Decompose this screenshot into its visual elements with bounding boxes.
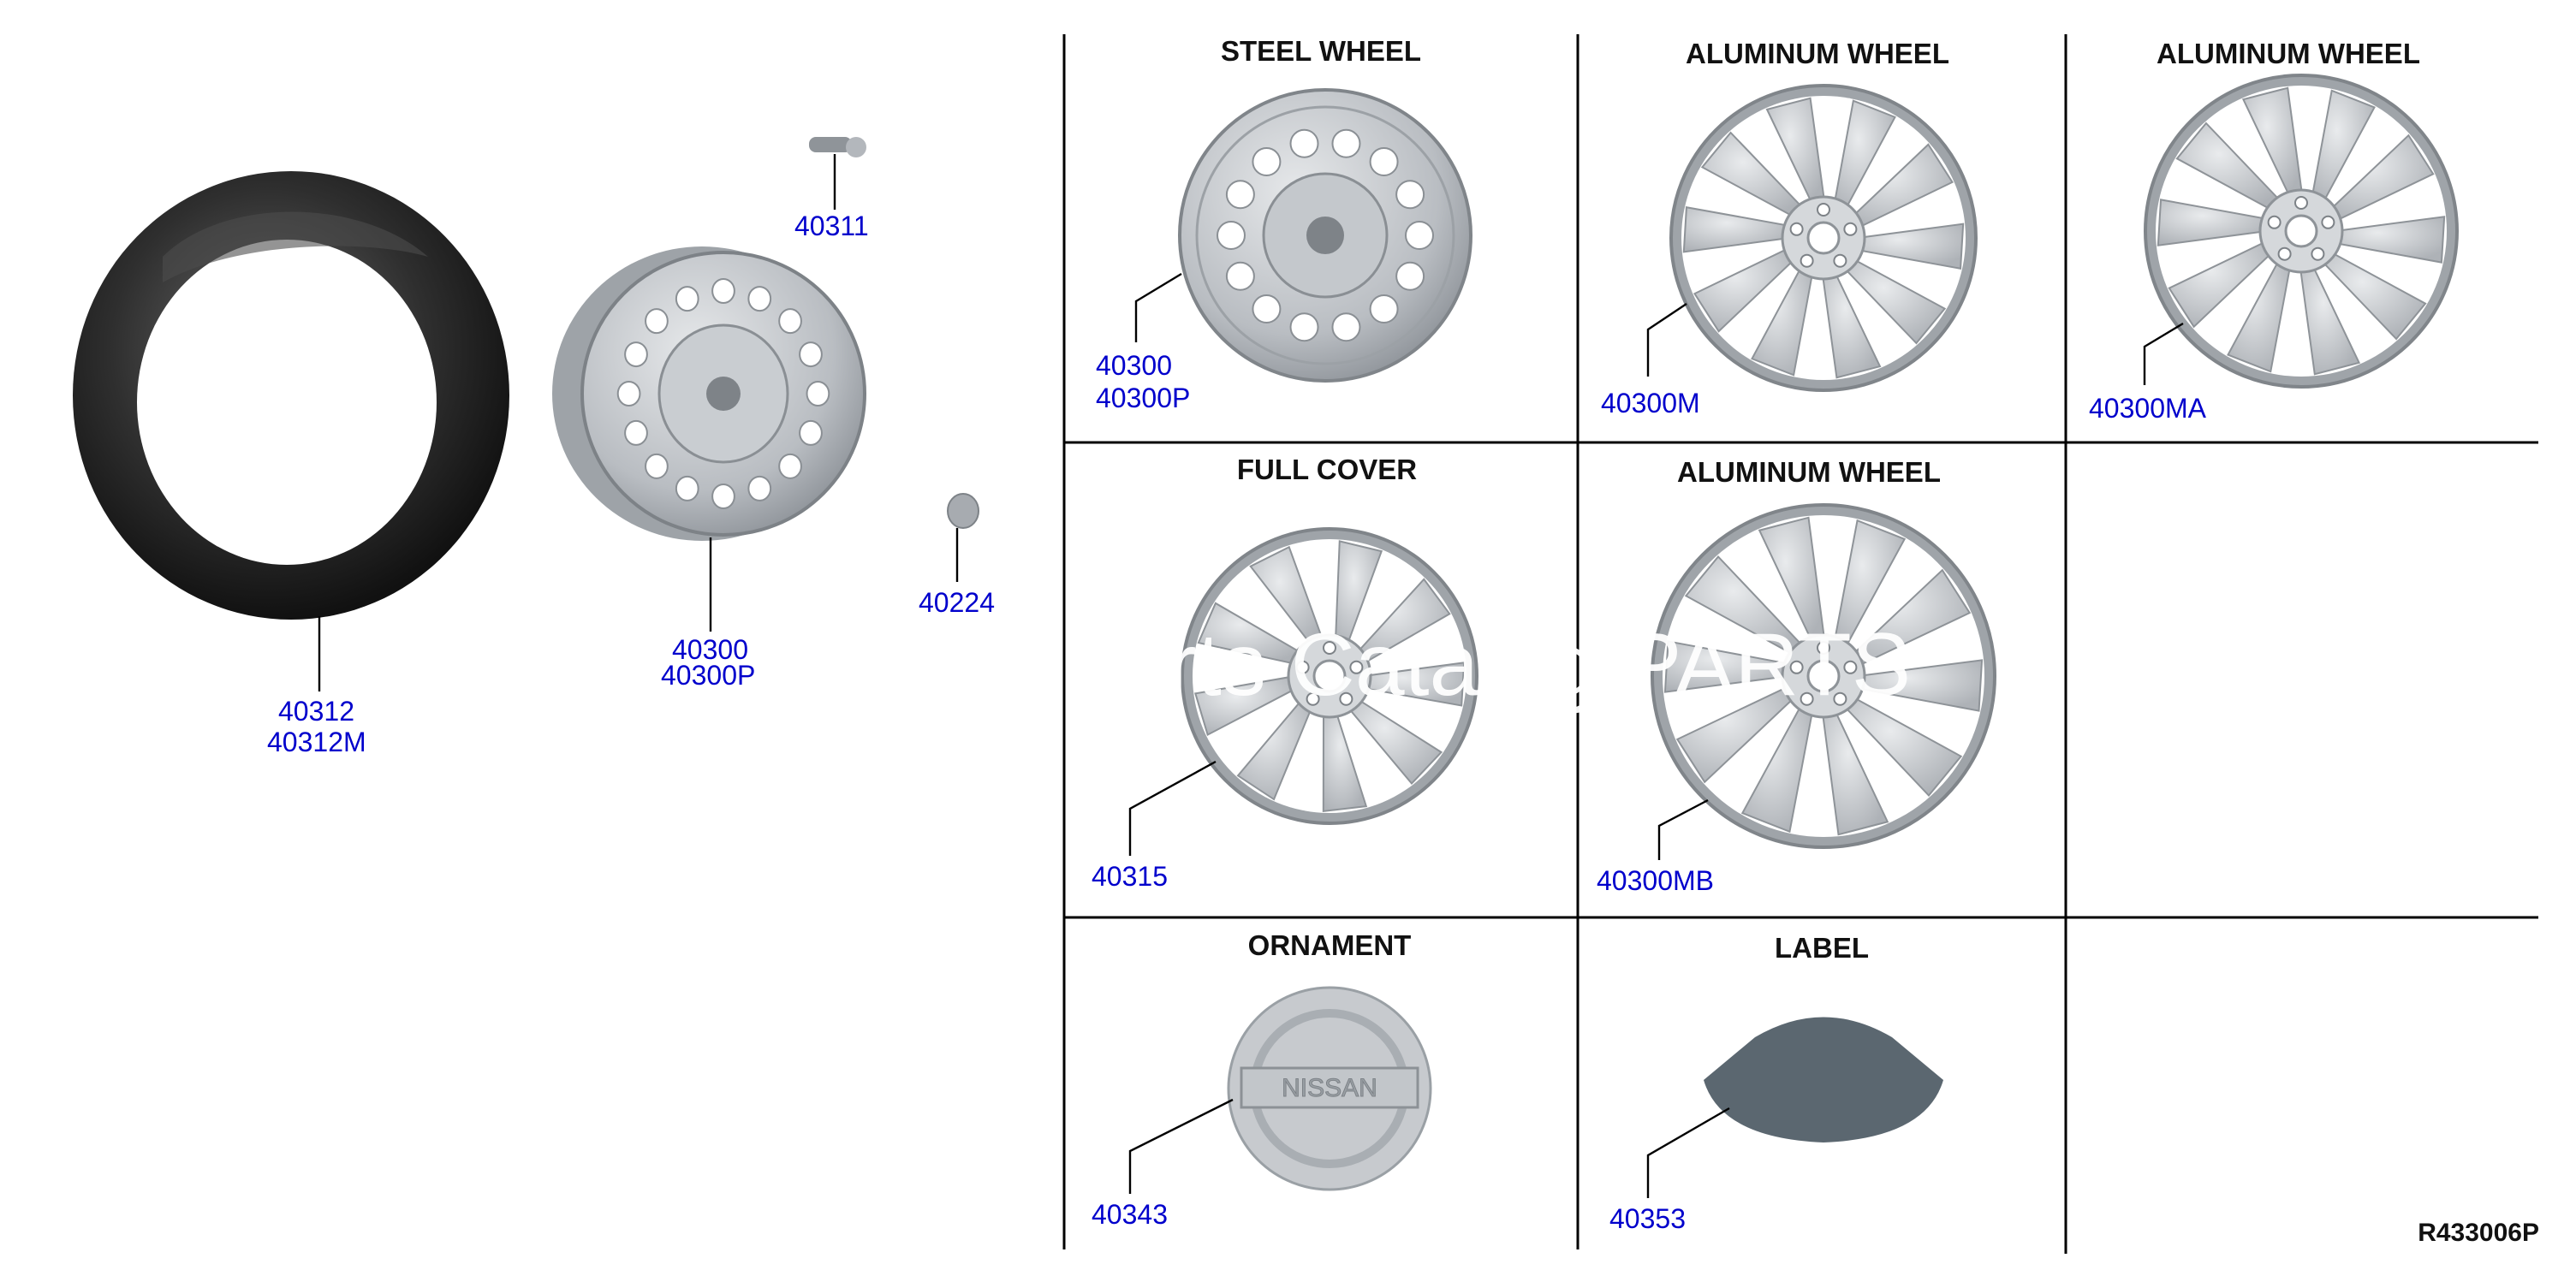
label-leader-line — [1646, 1107, 1730, 1198]
full-cover-leader-line — [1128, 760, 1217, 856]
aluminum-wheel-1-heading: ALUMINUM WHEEL — [1686, 38, 1949, 69]
wheel-part-number-alt[interactable]: 40300P — [661, 660, 755, 691]
aluminum-wheel-3-heading: ALUMINUM WHEEL — [1677, 456, 1941, 488]
steel-wheel-leader-line — [1134, 272, 1182, 342]
ornament-heading: ORNAMENT — [1248, 929, 1412, 961]
cap-part-number[interactable]: 40224 — [919, 587, 995, 618]
aluminum-wheel-1-illustration — [1669, 84, 1978, 392]
watermark-text: Parts Catalog PARTS — [1058, 615, 1911, 715]
valve-cap-illustration — [947, 493, 979, 529]
label-heading: LABEL — [1775, 932, 1869, 964]
aluminum-wheel-2-leader-line — [2143, 322, 2184, 385]
aluminum-wheel-2-illustration — [2144, 74, 2459, 389]
tire-part-number-alt[interactable]: 40312M — [267, 727, 366, 757]
full-cover-part-number[interactable]: 40315 — [1092, 861, 1168, 892]
wheel-part-number[interactable]: 40300 — [672, 634, 748, 665]
ornament-illustration: NISSAN — [1227, 986, 1432, 1191]
aluminum-wheel-3-part-number[interactable]: 40300MB — [1597, 865, 1714, 896]
steel-wheel-side-illustration — [552, 246, 866, 541]
aluminum-wheel-2-part-number[interactable]: 40300MA — [2089, 393, 2207, 424]
tire-illustration — [73, 171, 509, 620]
panel-grid — [1062, 34, 2538, 1254]
ornament-emblem-text: NISSAN — [1282, 1074, 1377, 1102]
steel-wheel-heading: STEEL WHEEL — [1221, 35, 1421, 67]
ornament-part-number[interactable]: 40343 — [1092, 1199, 1168, 1230]
ornament-leader-line — [1128, 1098, 1234, 1194]
full-cover-illustration — [1181, 527, 1478, 825]
steel-wheel-part-number[interactable]: 40300 — [1096, 350, 1172, 381]
label-part-number[interactable]: 40353 — [1609, 1203, 1686, 1234]
tire-part-number[interactable]: 40312 — [278, 696, 354, 727]
steel-wheel-illustration — [1178, 88, 1472, 383]
steel-wheel-part-number-alt[interactable]: 40300P — [1096, 383, 1190, 413]
full-cover-heading: FULL COVER — [1237, 454, 1417, 485]
aluminum-wheel-2-heading: ALUMINUM WHEEL — [2157, 38, 2420, 69]
aluminum-wheel-3-illustration — [1651, 503, 1996, 849]
aluminum-wheel-3-leader-line — [1657, 798, 1709, 860]
reference-code: R433006P — [2418, 1219, 2539, 1247]
valve-part-number[interactable]: 40311 — [794, 211, 869, 241]
label-sticker-illustration — [1704, 1017, 1943, 1142]
aluminum-wheel-1-leader-line — [1646, 303, 1687, 377]
aluminum-wheel-1-part-number[interactable]: 40300M — [1601, 388, 1700, 418]
valve-stem-illustration — [809, 137, 866, 157]
